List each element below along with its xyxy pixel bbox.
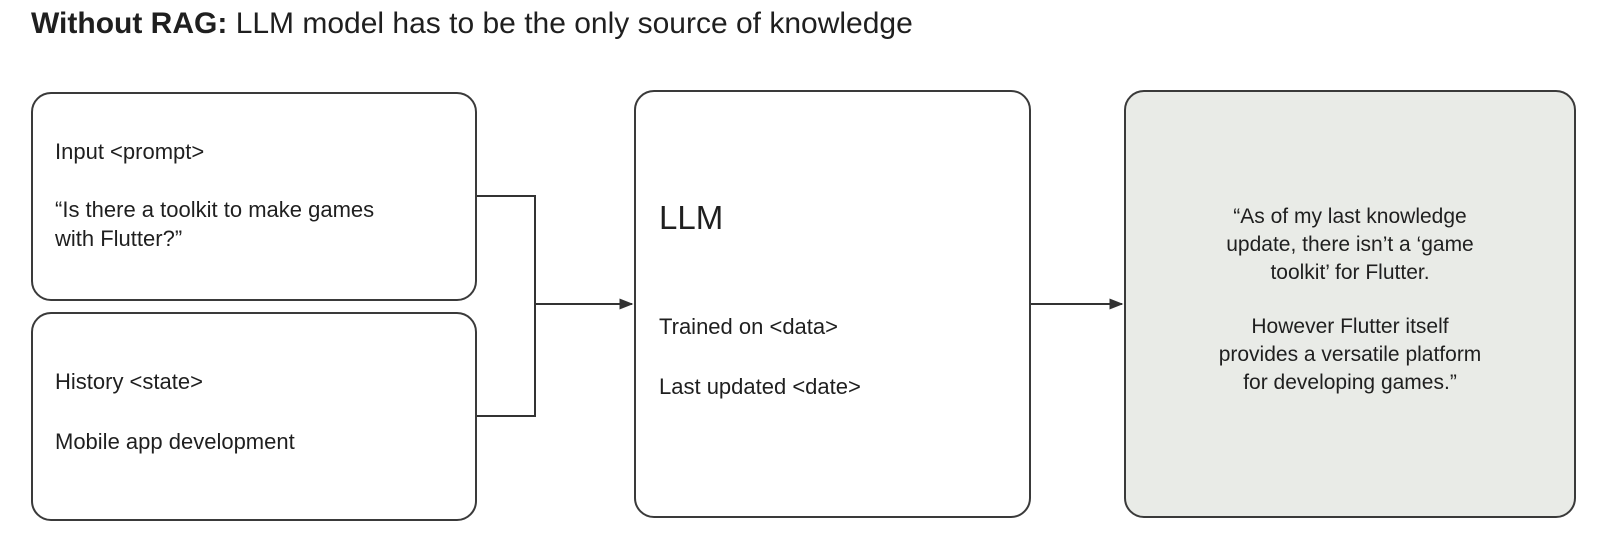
response-line-4: However Flutter itself (1251, 315, 1449, 338)
input-text-line2: with Flutter?” (55, 226, 183, 251)
input-prompt-box: Input <prompt> “Is there a toolkit to ma… (31, 92, 477, 301)
history-state-box: History <state> Mobile app development (31, 312, 477, 521)
response-line-5: provides a versatile platform (1218, 343, 1482, 366)
input-text-line1: “Is there a toolkit to make games (55, 197, 375, 222)
llm-last-updated: Last updated <date> (659, 374, 861, 399)
llm-heading: LLM (659, 199, 724, 236)
page-title: Without RAG: LLM model has to be the onl… (31, 4, 913, 44)
title-rest: LLM model has to be the only source of k… (235, 7, 913, 40)
history-heading: History <state> (55, 369, 203, 394)
llm-box: LLM Trained on <data> Last updated <date… (634, 90, 1031, 518)
llm-trained-on: Trained on <data> (659, 314, 838, 339)
title-lead: Without RAG: (31, 7, 228, 40)
response-line-1: “As of my last knowledge (1233, 205, 1467, 228)
response-line-3: toolkit’ for Flutter. (1270, 261, 1430, 284)
llm-response-box: “As of my last knowledge update, there i… (1124, 90, 1576, 518)
input-connector (477, 195, 536, 304)
history-connector (477, 304, 536, 417)
response-line-6: for developing games.” (1243, 371, 1457, 394)
history-value: Mobile app development (55, 429, 295, 454)
response-line-2: update, there isn’t a ‘game (1226, 233, 1474, 256)
input-heading: Input <prompt> (55, 139, 205, 164)
